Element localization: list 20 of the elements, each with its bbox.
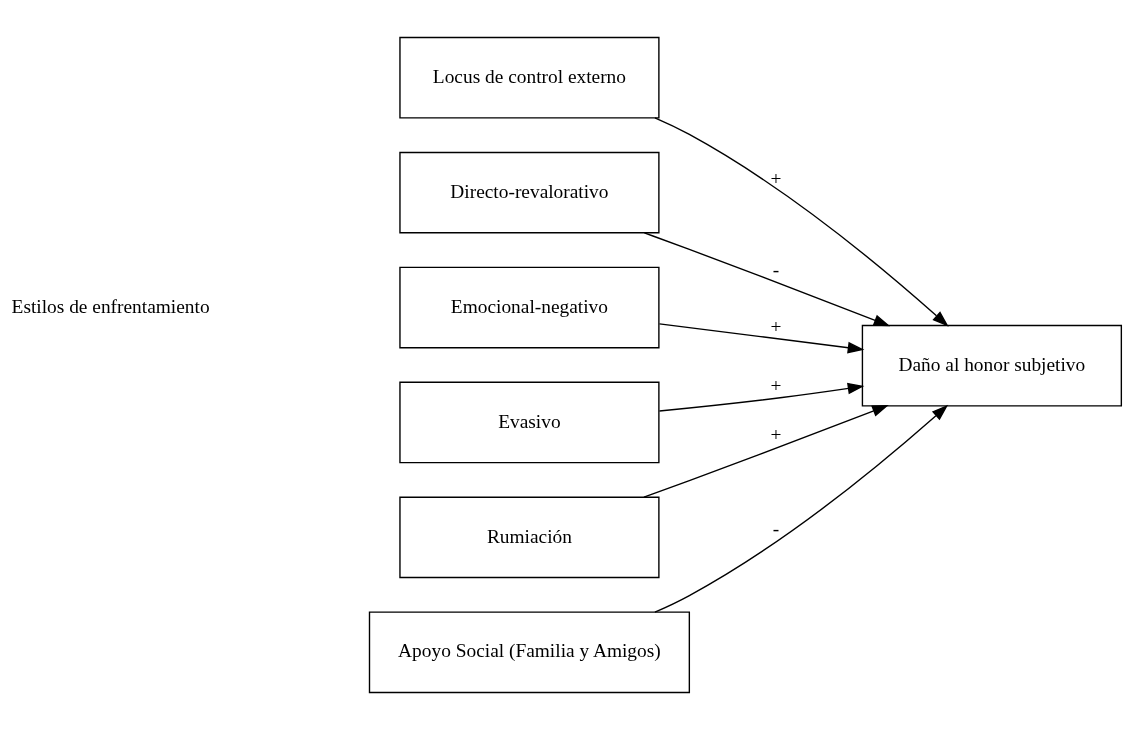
arrow bbox=[654, 404, 949, 613]
arrow bbox=[643, 404, 889, 498]
node-box: Directo-revalorativo bbox=[399, 151, 660, 233]
node-box: Apoyo Social (Familia y Amigos) bbox=[368, 610, 691, 693]
node-box: Emocional-negativo bbox=[399, 266, 660, 348]
arrow bbox=[658, 322, 865, 353]
edge-label: + bbox=[770, 315, 782, 337]
node-box: Daño al honor subjetivo bbox=[861, 324, 1123, 407]
arrow bbox=[643, 231, 891, 326]
edge-label: + bbox=[770, 167, 782, 189]
arrow bbox=[654, 116, 949, 327]
edge-label: - bbox=[772, 258, 780, 280]
arrow bbox=[658, 382, 865, 412]
edge-label: - bbox=[772, 517, 780, 539]
node-box: Rumiación bbox=[399, 496, 660, 578]
label: Estilos de enfrentamiento bbox=[11, 295, 210, 317]
edge-label: + bbox=[770, 374, 782, 396]
node-box: Locus de control externo bbox=[399, 36, 660, 119]
edge-label: + bbox=[770, 423, 782, 445]
node-box: Evasivo bbox=[399, 381, 660, 463]
